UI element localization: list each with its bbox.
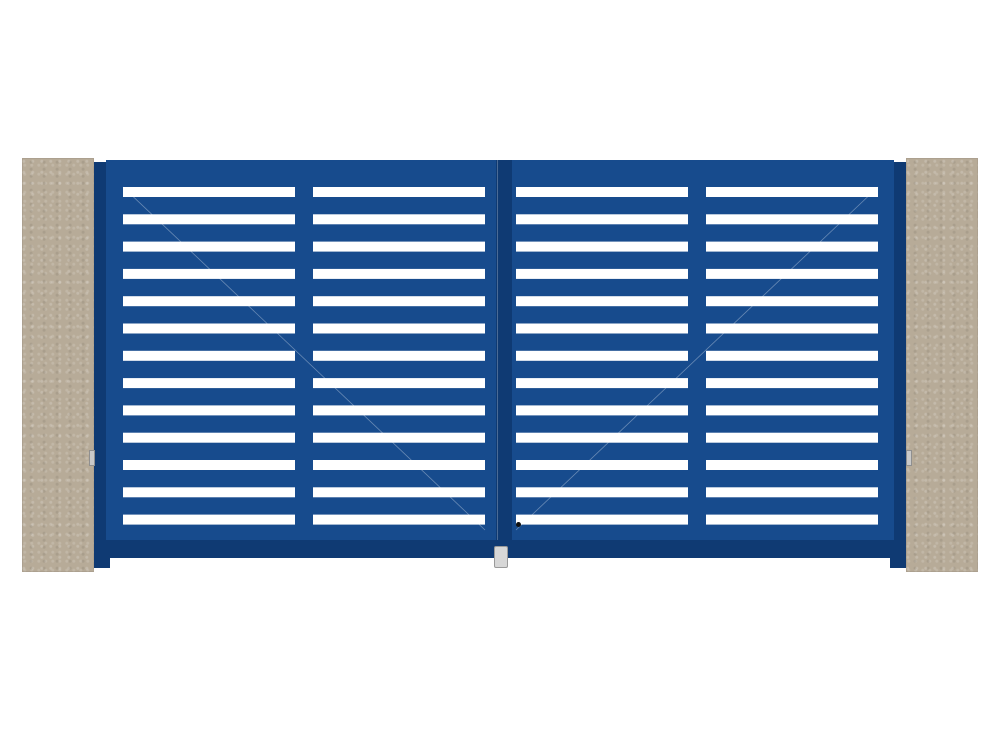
- slat-gap: [516, 214, 688, 225]
- slat-gap: [706, 514, 878, 525]
- slat-gap: [706, 323, 878, 334]
- slat-gap: [706, 432, 878, 443]
- slat-gap: [313, 268, 485, 279]
- center-stile: [496, 160, 512, 558]
- slat-gap: [516, 514, 688, 525]
- slat-gap: [706, 268, 878, 279]
- slat-gap: [123, 378, 295, 389]
- right-hinge-icon: [906, 450, 912, 466]
- slat-gap: [516, 432, 688, 443]
- ground-stop-icon: [494, 546, 508, 568]
- slat-gap: [123, 487, 295, 498]
- slat-gap: [706, 187, 878, 197]
- slat-gap: [313, 460, 485, 470]
- slat-gap: [706, 378, 878, 389]
- slat-gap: [123, 514, 295, 525]
- slat-gap: [516, 241, 688, 252]
- slat-gap: [123, 268, 295, 279]
- slat-gap: [706, 296, 878, 307]
- slat-gap: [516, 460, 688, 470]
- slat-gap: [313, 350, 485, 361]
- right-pillar: [906, 158, 978, 572]
- slat-gap: [313, 296, 485, 307]
- slat-gap: [706, 460, 878, 470]
- left-leaf-brace: [122, 186, 486, 531]
- slat-gap: [123, 187, 295, 197]
- slat-gap: [313, 187, 485, 197]
- slat-gap: [123, 432, 295, 443]
- slat-gap: [123, 241, 295, 252]
- slat-gap: [123, 323, 295, 334]
- slat-gap: [123, 296, 295, 307]
- slat-gap: [516, 350, 688, 361]
- slat-gap: [516, 378, 688, 389]
- left-hinge-icon: [89, 450, 95, 466]
- slat-gap: [123, 350, 295, 361]
- right-leaf-brace: [515, 186, 879, 531]
- lock-keyhole-icon: [516, 522, 521, 527]
- slat-gap: [516, 405, 688, 416]
- slat-gap: [516, 187, 688, 197]
- slat-gap: [123, 460, 295, 470]
- slat-gap: [123, 214, 295, 225]
- slat-gap: [516, 296, 688, 307]
- slat-gap: [706, 214, 878, 225]
- slat-gap: [313, 214, 485, 225]
- slat-gap: [123, 405, 295, 416]
- slat-gap: [313, 405, 485, 416]
- slat-gap: [313, 432, 485, 443]
- center-stile-highlight: [497, 160, 498, 558]
- slat-gap: [313, 487, 485, 498]
- slat-gap: [516, 268, 688, 279]
- gate: [94, 160, 906, 568]
- slat-gap: [706, 241, 878, 252]
- slat-gap: [706, 350, 878, 361]
- slat-gap: [313, 514, 485, 525]
- slat-gap: [706, 405, 878, 416]
- slat-gap: [313, 323, 485, 334]
- left-pillar: [22, 158, 94, 572]
- slat-gap: [706, 487, 878, 498]
- slat-gap: [313, 378, 485, 389]
- slat-gap: [516, 487, 688, 498]
- slat-gap: [516, 323, 688, 334]
- slat-gap: [313, 241, 485, 252]
